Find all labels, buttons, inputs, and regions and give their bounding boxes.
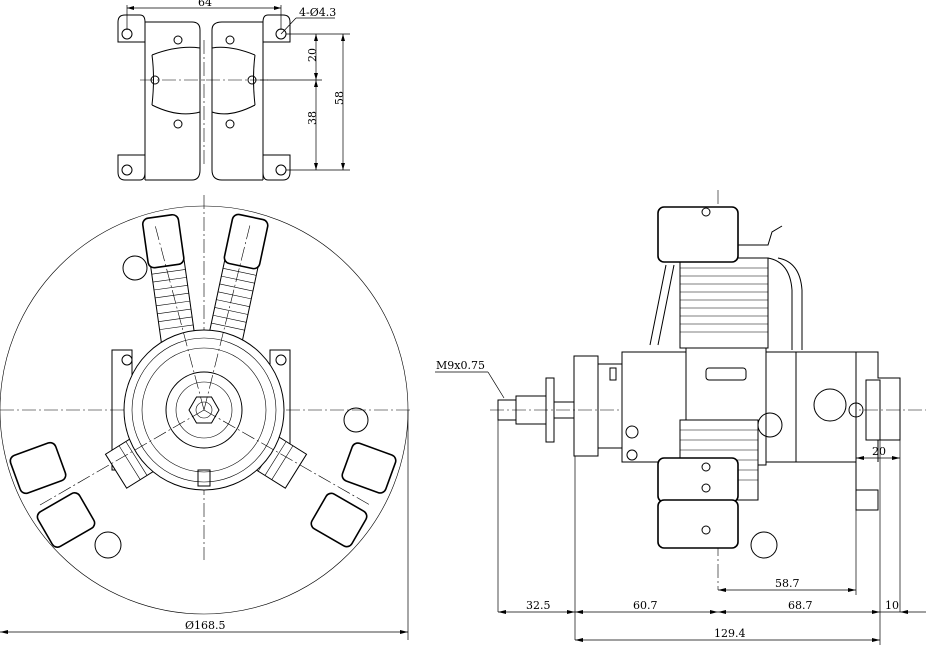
mount-upper-offset-label: 20 bbox=[306, 48, 319, 62]
mount-holes-label: 4-Ø4.3 bbox=[299, 6, 336, 19]
dim-mount-to-rear-label: 58.7 bbox=[775, 577, 800, 590]
dim-prop-extension-label: 32.5 bbox=[526, 599, 551, 612]
mount-plate-view bbox=[117, 5, 350, 181]
dim-total-length-label: 129.4 bbox=[714, 627, 746, 640]
side-view bbox=[435, 190, 926, 645]
front-diameter-label: Ø168.5 bbox=[185, 619, 226, 632]
mount-width-label: 64 bbox=[198, 0, 212, 9]
dim-rear-section-label: 68.7 bbox=[788, 599, 813, 612]
dim-crank-case-label: 60.7 bbox=[633, 599, 658, 612]
dim-mount-thickness-label: 20 bbox=[872, 445, 886, 458]
mount-lower-offset-label: 38 bbox=[306, 111, 319, 125]
mount-height-label: 58 bbox=[333, 91, 346, 105]
thread-label: M9x0.75 bbox=[436, 359, 485, 372]
front-view bbox=[0, 195, 410, 640]
dim-flange-label: 10 bbox=[885, 599, 899, 612]
